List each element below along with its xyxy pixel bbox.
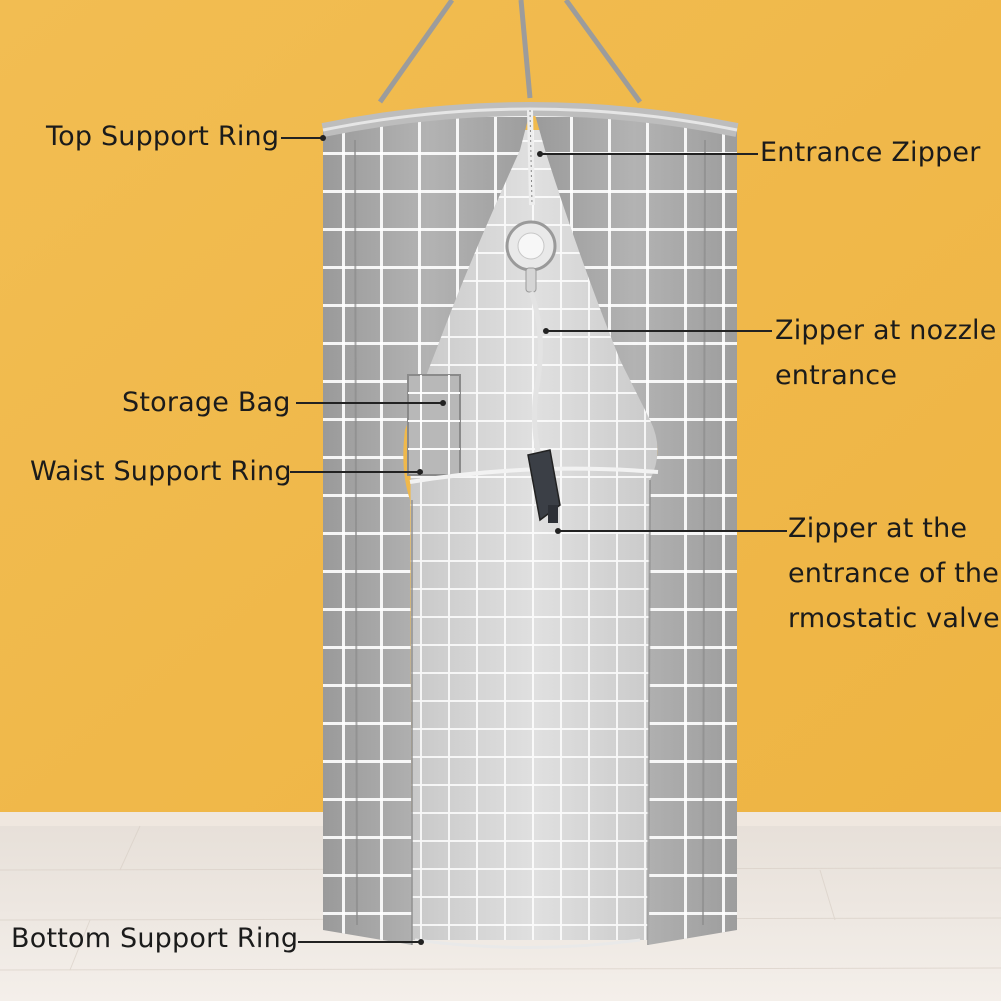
leader-dots: [320, 135, 561, 945]
label-waist-support-ring-text: Waist Support Ring: [30, 456, 292, 487]
label-nozzle-zipper-line-2: entrance: [775, 360, 898, 391]
shower-head-icon: [505, 220, 557, 293]
label-valve-zipper-line-3: rmostatic valve: [788, 603, 1000, 634]
bottom-support-ring: [414, 938, 641, 949]
label-valve-zipper: Zipper at the entrance of the rmostatic …: [788, 506, 1000, 641]
label-waist-support-ring: Waist Support Ring: [30, 449, 292, 494]
label-bottom-support-ring: Bottom Support Ring: [11, 916, 298, 961]
label-entrance-zipper: Entrance Zipper: [760, 130, 981, 175]
label-top-support-ring-text: Top Support Ring: [46, 121, 280, 152]
shower-hose: [528, 291, 543, 461]
valve-icon: [527, 449, 561, 523]
label-entrance-zipper-text: Entrance Zipper: [760, 137, 981, 168]
label-storage-bag: Storage Bag: [122, 380, 291, 425]
label-nozzle-zipper-line-1: Zipper at nozzle: [775, 315, 997, 346]
label-nozzle-zipper: Zipper at nozzle entrance: [775, 308, 997, 398]
label-valve-zipper-line-2: entrance of the: [788, 558, 1000, 589]
label-storage-bag-text: Storage Bag: [122, 387, 291, 418]
label-top-support-ring: Top Support Ring: [46, 114, 279, 159]
label-valve-zipper-line-1: Zipper at the: [788, 513, 968, 544]
storage-bag: [407, 374, 461, 476]
label-bottom-support-ring-text: Bottom Support Ring: [11, 923, 299, 954]
hanging-straps: [377, 0, 643, 104]
curtain-folds: [354, 139, 706, 946]
leader-lines: [281, 137, 787, 943]
